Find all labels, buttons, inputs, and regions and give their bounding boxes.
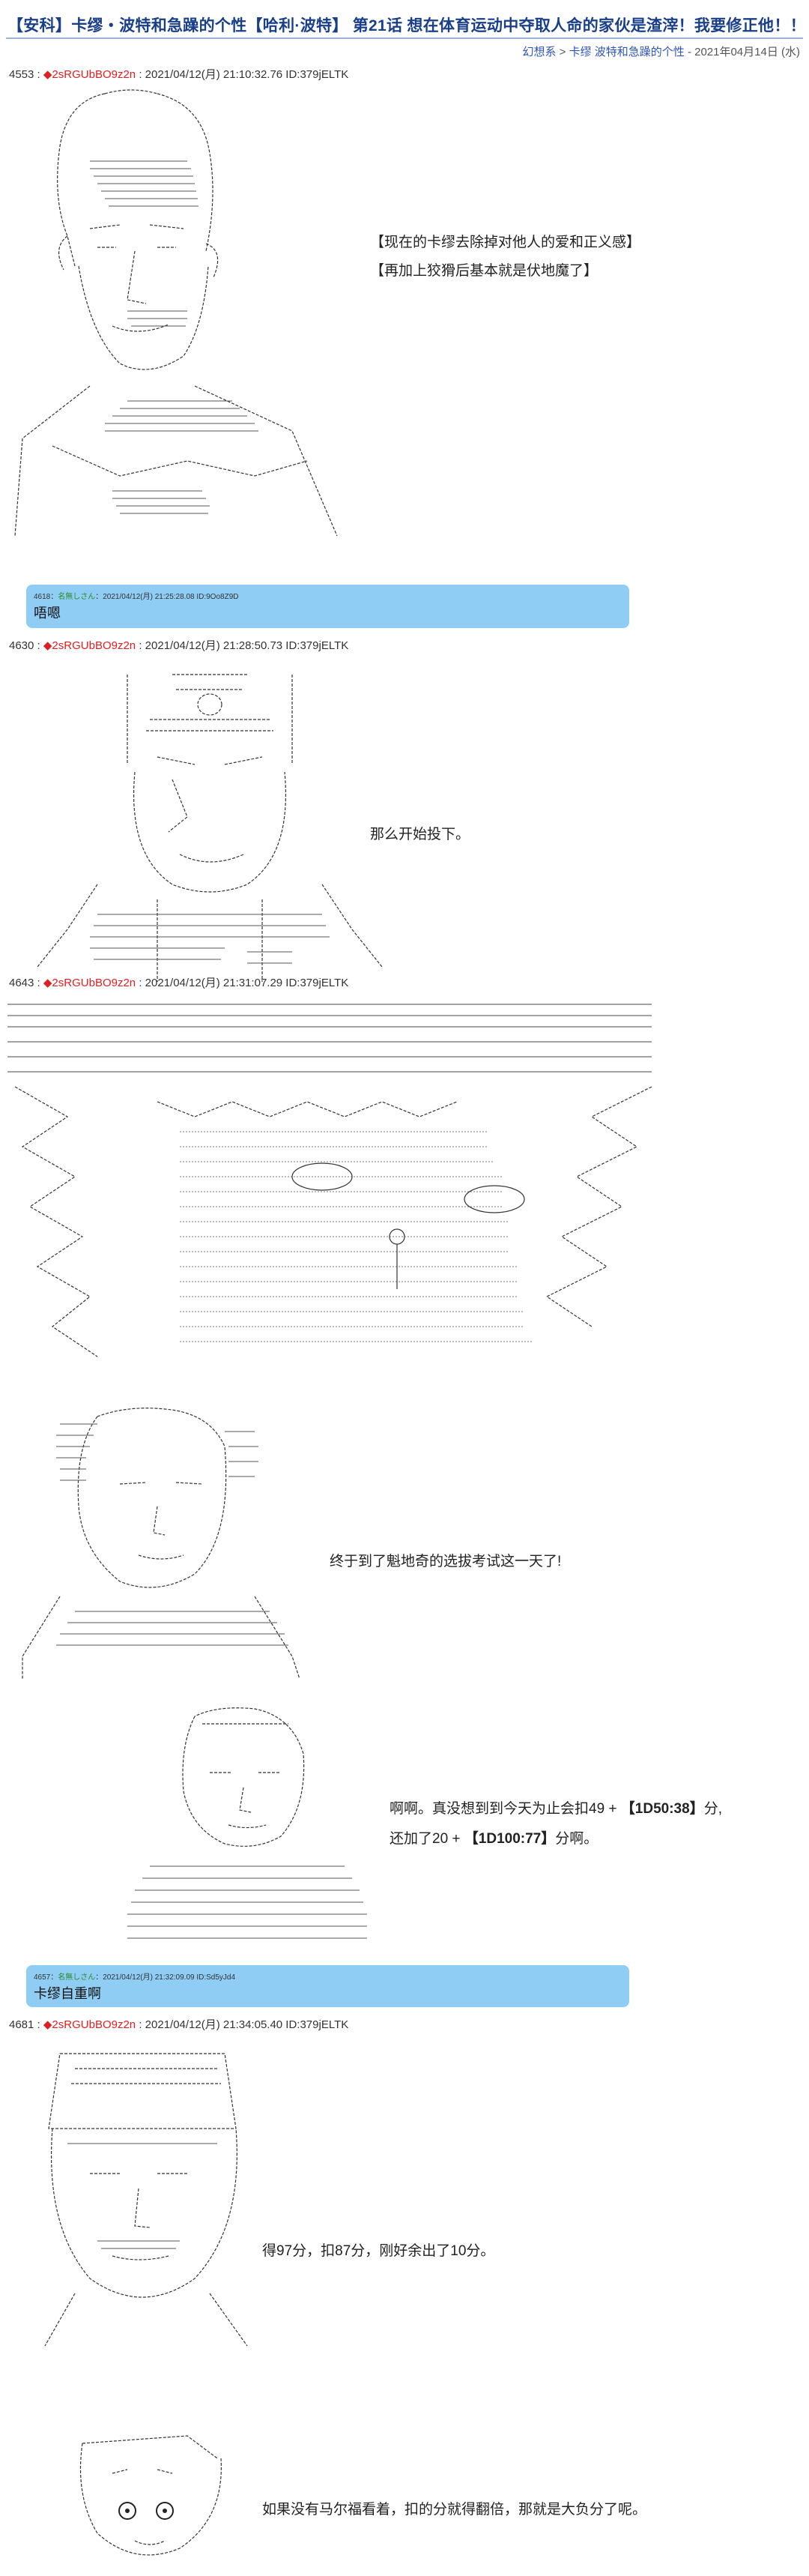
aa-older-man-portrait — [127, 1707, 367, 1939]
post-text-line: 得97分，扣87分，刚好余出了10分。 — [262, 2243, 495, 2259]
dice-suffix: 分, — [703, 1801, 722, 1817]
reply-header: 4657：名無しさん：2021/04/12(月) 21:32:09.09 ID:… — [26, 1965, 629, 1982]
post-meta: : 2021/04/12(月) 21:34:05.40 ID:379jELTK — [139, 2018, 349, 2031]
post-header-4630: 4630 : ◆2sRGUbBO9z2n : 2021/04/12(月) 21:… — [9, 637, 348, 653]
breadcrumb-date: - 2021年04月14日 (水) — [687, 46, 800, 58]
aa-stadium-scene — [7, 1004, 652, 1357]
breadcrumb: 幻想系 > 卡缪 波特和急躁的个性 - 2021年04月14日 (水) — [522, 43, 800, 59]
reply-box-4618: 4618：名無しさん：2021/04/12(月) 21:25:28.08 ID:… — [26, 585, 629, 628]
reply-text: 唔嗯 — [34, 606, 61, 621]
breadcrumb-site-link[interactable]: 幻想系 — [522, 46, 557, 58]
aa-bust-portrait — [14, 89, 338, 537]
reply-name: 名無しさん — [58, 593, 96, 601]
post-trip[interactable]: ◆2sRGUbBO9z2n — [43, 68, 136, 81]
post-trip[interactable]: ◆2sRGUbBO9z2n — [43, 2018, 136, 2031]
title-divider — [6, 37, 803, 39]
dice-prefix: 还加了20 + — [390, 1831, 464, 1847]
reply-number: 4657： — [34, 1973, 58, 1982]
post-meta: : 2021/04/12(月) 21:28:50.73 ID:379jELTK — [139, 639, 349, 652]
post-text-line: 终于到了魁地奇的选拔考试这一天了! — [330, 1554, 562, 1569]
post-number: 4630 : — [9, 639, 40, 652]
reply-number: 4618： — [34, 593, 58, 601]
post-meta: : 2021/04/12(月) 21:10:32.76 ID:379jELTK — [139, 68, 349, 81]
aa-boy-portrait — [22, 1408, 300, 1680]
post-number: 4553 : — [9, 68, 40, 81]
aa-hat-man-portrait — [44, 2053, 248, 2347]
aa-surprised-face — [79, 2435, 222, 2556]
post-text-line: 如果没有马尔福看着，扣的分就得翻倍，那就是大负分了呢。 — [262, 2502, 647, 2518]
post-dice-line-2: 还加了20 + 【1D100:77】分啊。 — [390, 1829, 598, 1850]
dice-prefix: 啊啊。真没想到到今天为止会扣49 + — [390, 1801, 621, 1817]
post-header-4553: 4553 : ◆2sRGUbBO9z2n : 2021/04/12(月) 21:… — [9, 66, 348, 82]
dice-result: 【1D50:38】 — [620, 1801, 704, 1817]
reply-meta: ：2021/04/12(月) 21:25:28.08 ID:9Oo8Z9D — [95, 593, 239, 601]
reply-header: 4618：名無しさん：2021/04/12(月) 21:25:28.08 ID:… — [26, 585, 629, 601]
post-header-4643: 4643 : ◆2sRGUbBO9z2n : 2021/04/12(月) 21:… — [9, 974, 348, 990]
post-number: 4681 : — [9, 2018, 40, 2031]
post-text-line: 【再加上狡猾后基本就是伏地魔了】 — [370, 263, 599, 279]
post-text-line: 【现在的卡缪去除掉对他人的爱和正义感】 — [370, 235, 641, 250]
breadcrumb-separator: > — [559, 46, 566, 58]
post-text-line: 那么开始投下。 — [370, 827, 470, 842]
post-number: 4643 : — [9, 977, 40, 989]
post-trip[interactable]: ◆2sRGUbBO9z2n — [43, 977, 136, 989]
post-meta: : 2021/04/12(月) 21:31:07.29 ID:379jELTK — [139, 977, 349, 989]
dice-result: 【1D100:77】 — [464, 1831, 556, 1847]
page-title: 【安科】卡缪・波特和急躁的个性【哈利·波特】 第21话 想在体育运动中夺取人命的… — [7, 17, 802, 34]
aa-uniform-figure — [37, 674, 383, 982]
post-dice-line-1: 啊啊。真没想到到今天为止会扣49 + 【1D50:38】分, — [390, 1799, 722, 1821]
reply-name: 名無しさん — [58, 1973, 96, 1982]
post-header-4681: 4681 : ◆2sRGUbBO9z2n : 2021/04/12(月) 21:… — [9, 2016, 348, 2032]
breadcrumb-category-link[interactable]: 卡缪 波特和急躁的个性 — [569, 46, 685, 58]
dice-suffix: 分啊。 — [555, 1831, 599, 1847]
post-trip[interactable]: ◆2sRGUbBO9z2n — [43, 639, 136, 652]
reply-meta: ：2021/04/12(月) 21:32:09.09 ID:Sd5yJd4 — [95, 1973, 236, 1982]
reply-text: 卡缪自重啊 — [34, 1986, 101, 2001]
reply-box-4657: 4657：名無しさん：2021/04/12(月) 21:32:09.09 ID:… — [26, 1965, 629, 2007]
